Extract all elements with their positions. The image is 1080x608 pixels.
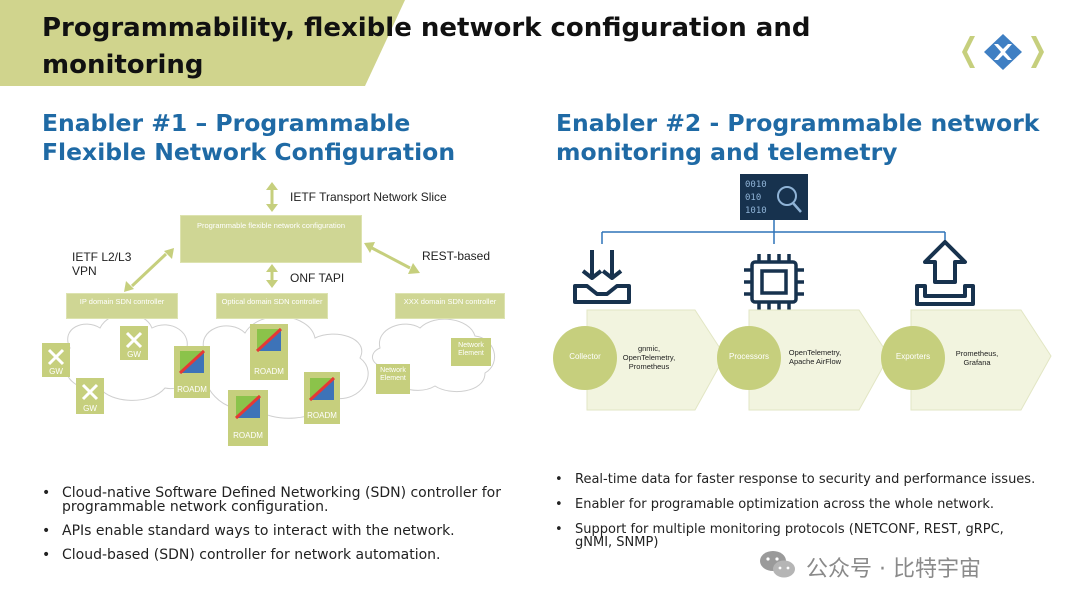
stage-exporters-tools: Prometheus, Grafana — [955, 349, 999, 367]
slide-title: Programmability, flexible network config… — [42, 13, 811, 80]
enabler1-bullets: Cloud-native Software Defined Networking… — [42, 486, 532, 572]
controller-label: XXX domain SDN controller — [403, 297, 497, 306]
upload-tray-icon — [915, 240, 975, 306]
bullet-item: Real-time data for faster response to se… — [555, 473, 1045, 486]
controller-label: IP domain SDN controller — [79, 297, 165, 306]
network-element-label: Network Element — [380, 367, 406, 382]
x-chevron-logo-icon — [962, 34, 1044, 70]
controller-box-optical: Optical domain SDN controller — [216, 293, 328, 319]
rest-based-label: REST-based — [422, 249, 491, 263]
controller-label: Optical domain SDN controller — [221, 297, 323, 306]
network-element-icon — [451, 338, 491, 366]
enabler2-bullets: Real-time data for faster response to se… — [555, 473, 1045, 561]
cpu-chip-icon — [744, 254, 804, 310]
binary-magnifier-icon: 0010 010 1010 — [740, 174, 808, 220]
bullet-item: Enabler for programable optimization acr… — [555, 498, 1045, 511]
config-box-label: Programmable flexible network configurat… — [197, 221, 345, 230]
watermark-text: 公众号 · 比特宇宙 — [806, 557, 981, 582]
bullet-item: Support for multiple monitoring protocol… — [555, 523, 1045, 549]
svg-text:010: 010 — [745, 193, 761, 203]
bullet-item: Cloud-native Software Defined Networking… — [42, 486, 532, 514]
roadm-label: ROADM — [233, 431, 263, 440]
ietf-vpn-label: IETF L2/L3 VPN — [72, 250, 132, 278]
roadm-label: ROADM — [254, 367, 284, 376]
title-band — [0, 0, 405, 86]
bullet-item: Cloud-based (SDN) controller for network… — [42, 548, 532, 562]
download-tray-icon — [573, 250, 631, 304]
stage-collector-tools: gnmic, OpenTelemetry, Prometheus — [622, 344, 676, 371]
sdn-config-diagram — [42, 182, 495, 446]
wechat-icon — [760, 551, 795, 578]
stage-collector-label: Collector — [569, 352, 601, 361]
roadm-label: ROADM — [307, 411, 337, 420]
ietf-slice-label: IETF Transport Network Slice — [290, 190, 447, 204]
config-box: Programmable flexible network configurat… — [180, 215, 362, 263]
watermark: 公众号 · 比特宇宙 — [758, 548, 1058, 584]
stage-processors-tools: OpenTelemetry, Apache AirFlow — [788, 348, 842, 366]
onf-tapi-label: ONF TAPI — [290, 271, 345, 285]
enabler2-heading: Enabler #2 - Programmable network monito… — [556, 109, 1040, 166]
gw-label: GW — [127, 350, 141, 359]
bullet-item: APIs enable standard ways to interact wi… — [42, 524, 532, 538]
roadm-label: ROADM — [177, 385, 207, 394]
gateway-icon — [42, 326, 148, 414]
gw-label: GW — [49, 367, 63, 376]
svg-text:1010: 1010 — [745, 206, 767, 216]
enabler1-heading: Enabler #1 – Programmable Flexible Netwo… — [42, 109, 456, 166]
controller-box-xxx: XXX domain SDN controller — [395, 293, 505, 319]
telemetry-pipeline-diagram: 0010 010 1010 — [553, 174, 1052, 411]
network-element-icon — [376, 364, 410, 394]
gw-label: GW — [83, 404, 97, 413]
stage-processors-label: Processors — [728, 352, 769, 361]
controller-box-ip: IP domain SDN controller — [66, 293, 178, 319]
network-element-label: Network Element — [458, 342, 484, 357]
svg-text:0010: 0010 — [745, 180, 767, 190]
stage-exporters-label: Exporters — [895, 352, 931, 361]
roadm-icon — [174, 324, 340, 446]
